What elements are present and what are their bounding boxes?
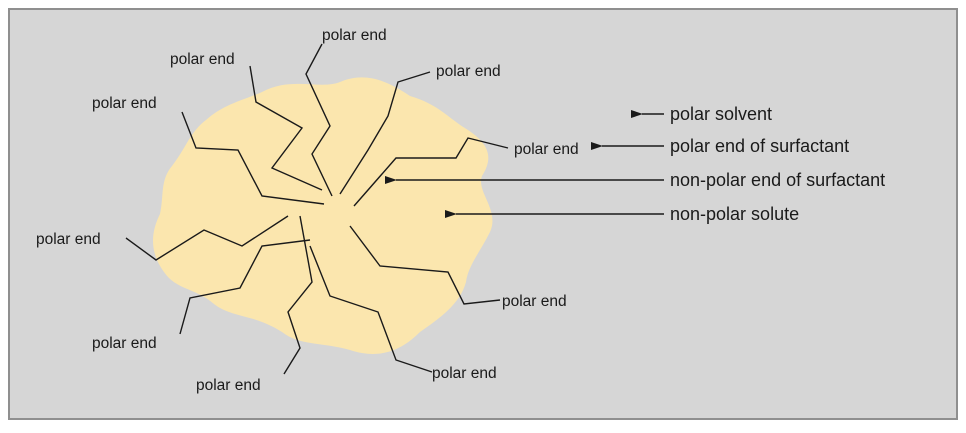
polar-end-label: polar end <box>170 51 235 68</box>
non-polar-solute-label: non-polar solute <box>670 204 799 224</box>
polar-end-label: polar end <box>432 365 497 382</box>
polar-end-of-surfactant-label: polar end of surfactant <box>670 136 849 156</box>
polar-end-label: polar end <box>502 293 567 310</box>
polar-end-label: polar end <box>92 95 157 112</box>
polar-end-label: polar end <box>196 377 261 394</box>
polar-end-label: polar end <box>514 141 579 158</box>
polar-end-label: polar end <box>92 335 157 352</box>
polar-end-label: polar end <box>36 231 101 248</box>
polar-end-label: polar end <box>436 63 501 80</box>
polar-end-label: polar end <box>322 27 387 44</box>
non-polar-end-of-surfactant-label: non-polar end of surfactant <box>670 170 885 190</box>
polar-solvent-label: polar solvent <box>670 104 772 124</box>
